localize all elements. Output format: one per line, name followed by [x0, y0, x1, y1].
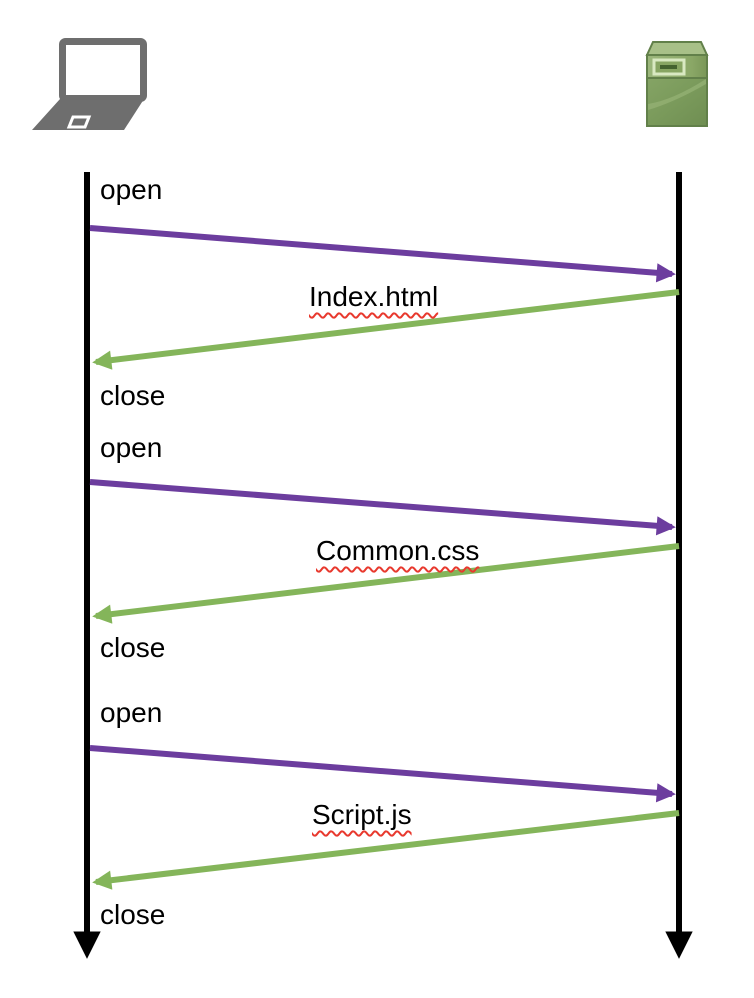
request-arrow-2	[89, 479, 676, 536]
request-arrow-3	[89, 745, 676, 803]
open-label-1: open	[100, 174, 163, 205]
server-icon	[645, 41, 709, 127]
request-arrow-1	[89, 225, 676, 283]
close-label-1: close	[100, 380, 166, 411]
resource-label-script-js: Script.js	[312, 799, 412, 830]
close-label-2: close	[100, 632, 166, 663]
response-arrow-2	[92, 543, 680, 624]
open-label-2: open	[100, 432, 163, 463]
close-label-3: close	[100, 899, 166, 930]
laptop-base	[32, 99, 144, 130]
response-arrow-1	[92, 289, 680, 370]
response-arrow-3	[92, 810, 680, 890]
laptop-trackpad	[66, 115, 92, 129]
laptop-screen	[59, 38, 147, 102]
resource-label-common-css: Common.css	[316, 535, 480, 566]
server-sheen	[648, 79, 706, 110]
laptop-icon	[32, 38, 147, 130]
resource-label-index-html: Index.html	[309, 281, 439, 312]
open-label-3: open	[100, 697, 163, 728]
server-drive-slot-dash	[660, 65, 677, 69]
